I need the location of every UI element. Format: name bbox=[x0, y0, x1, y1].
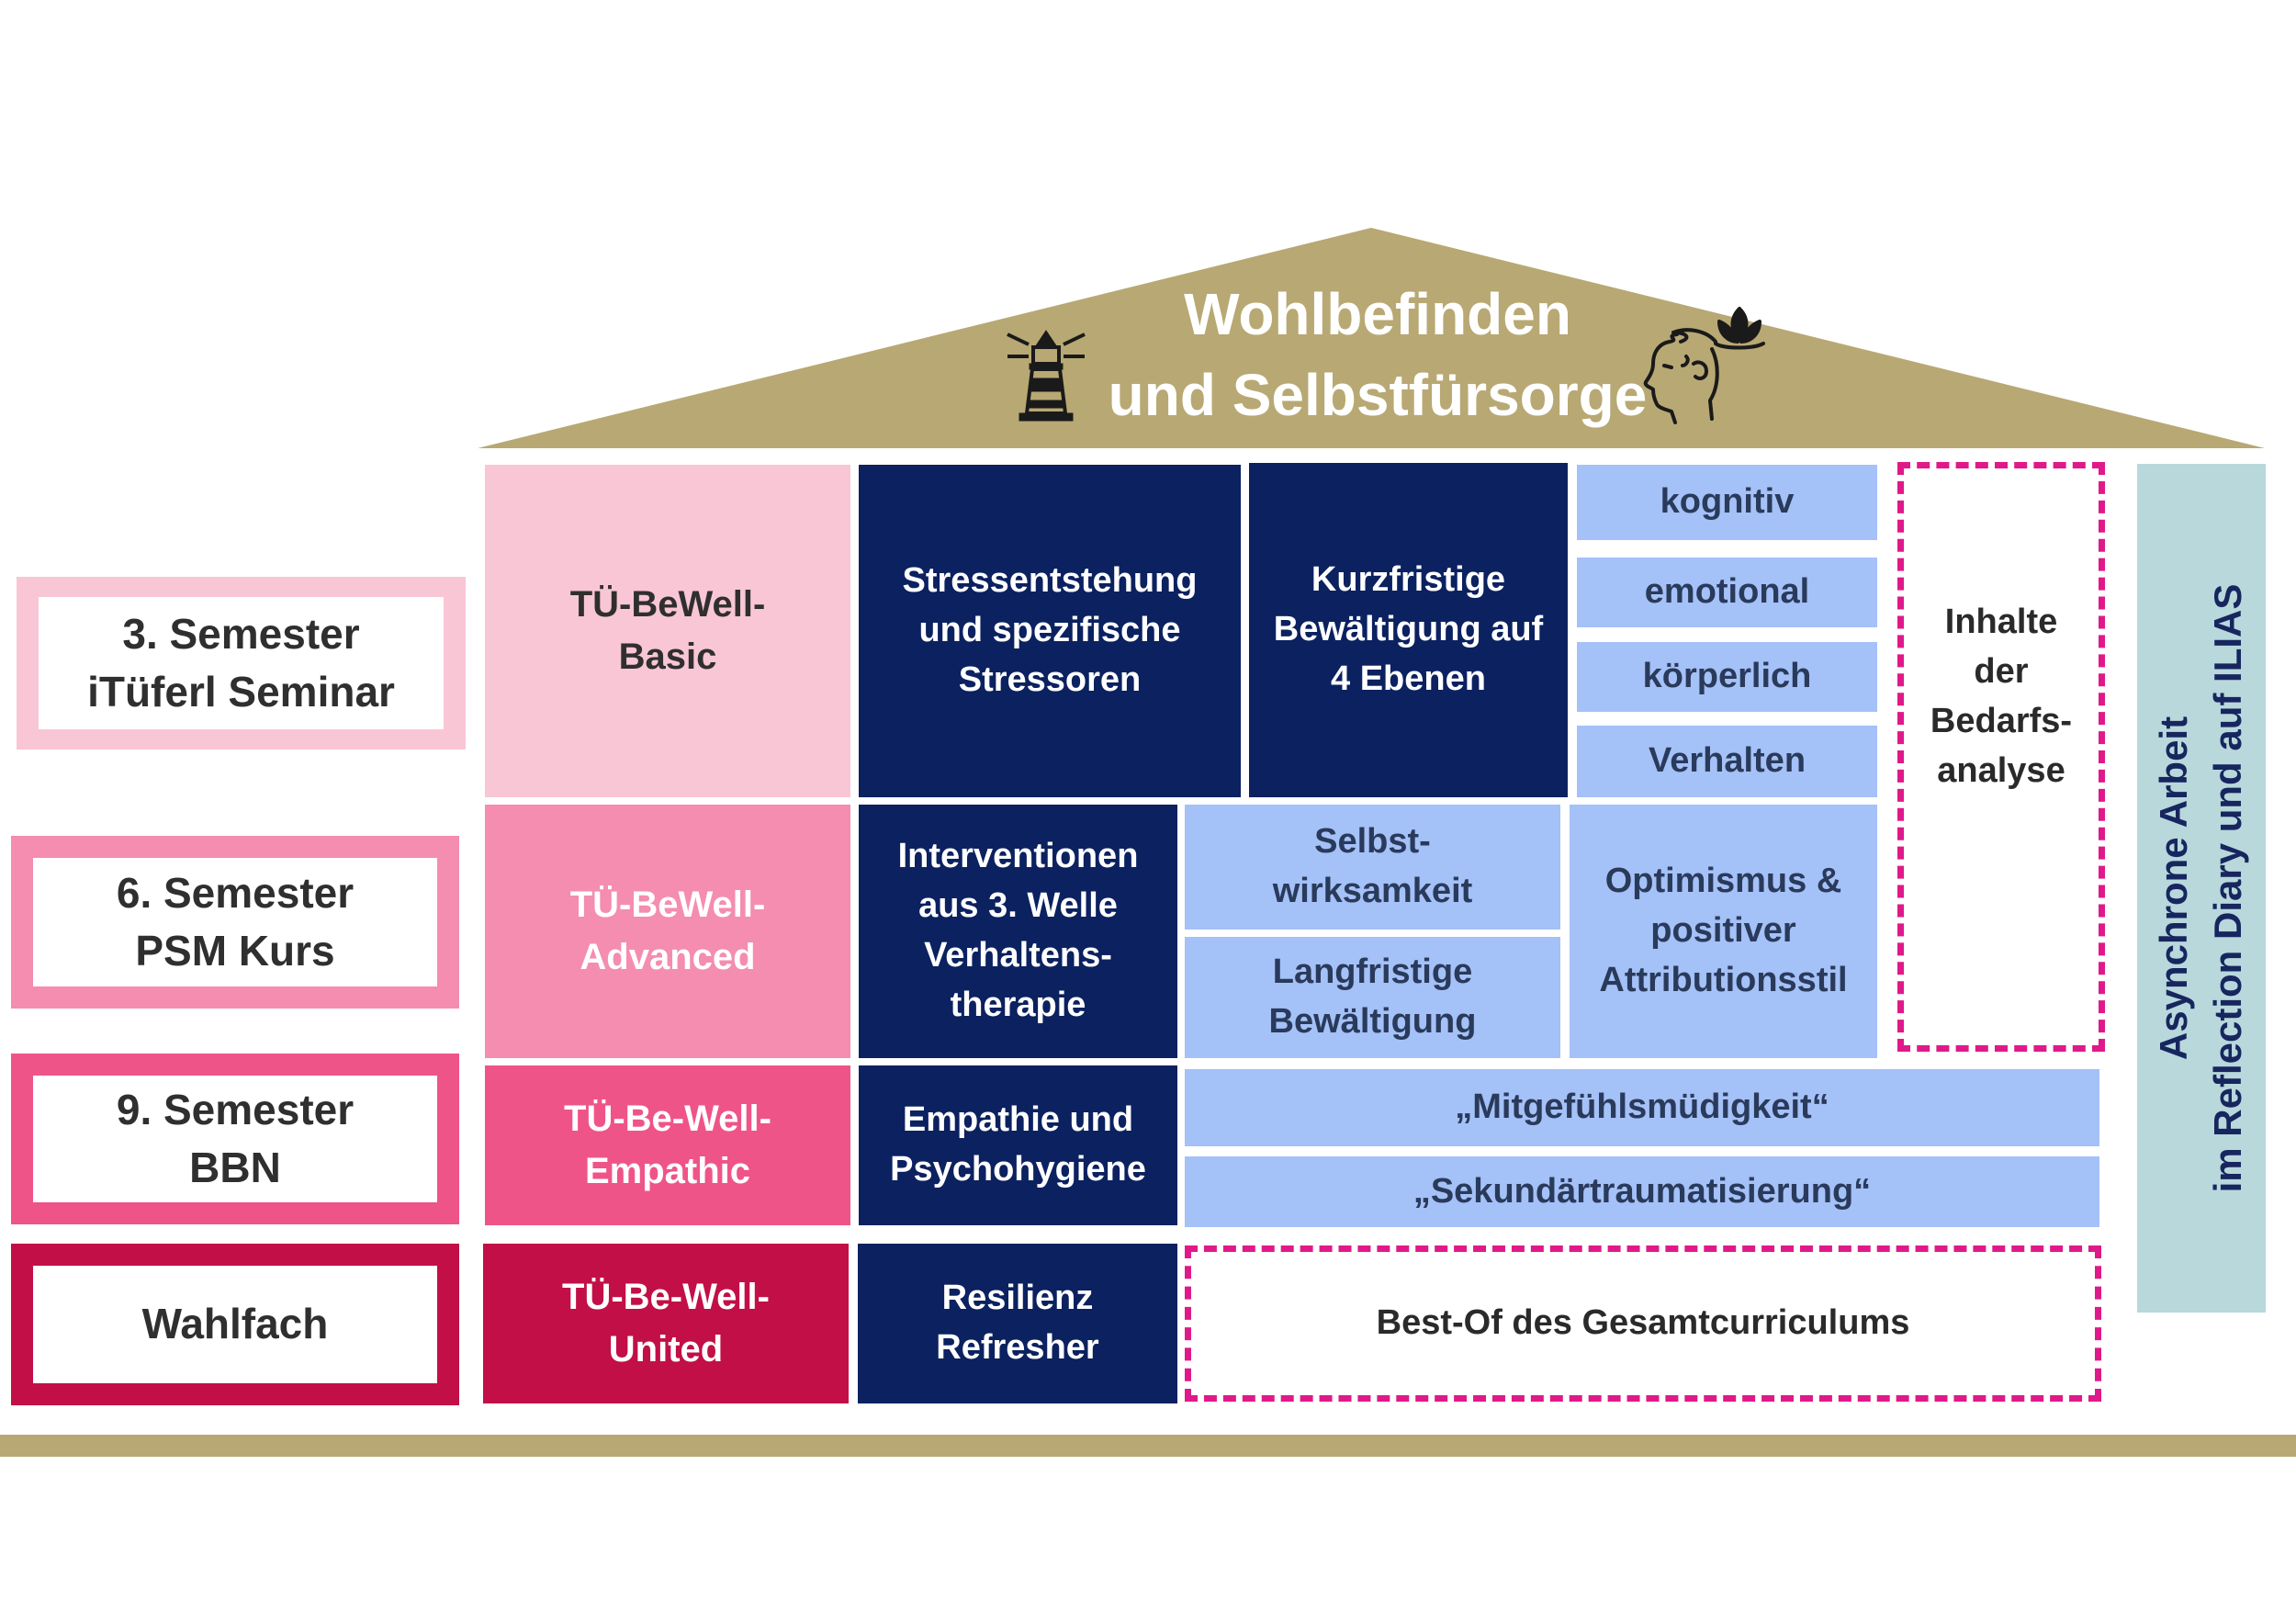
cell-stressentstehung-line-1: Stressentstehung bbox=[902, 561, 1198, 601]
cell-interventionen: Interventionen aus 3. Welle Verhaltens- … bbox=[859, 805, 1177, 1058]
cell-interventionen-line-4: therapie bbox=[950, 985, 1086, 1024]
cell-verhalten-text: Verhalten bbox=[1648, 741, 1806, 781]
cell-emotional-text: emotional bbox=[1644, 572, 1810, 612]
cell-sekundaertraumatisierung: „Sekundärtraumatisierung“ bbox=[1185, 1156, 2099, 1227]
module-advanced: TÜ-BeWell- Advanced bbox=[485, 805, 850, 1058]
row-label-wahlfach: Wahlfach bbox=[11, 1244, 459, 1405]
roof-shape bbox=[478, 228, 2265, 448]
row-label-semester-6-line-2: PSM Kurs bbox=[135, 927, 335, 975]
cell-optimismus-line-2: positiver bbox=[1650, 911, 1796, 951]
cell-empathie-line-2: Psychohygiene bbox=[890, 1150, 1146, 1189]
module-basic-line-2: Basic bbox=[618, 637, 717, 677]
roof-title: Wohlbefinden und Selbstfürsorge bbox=[1010, 274, 1745, 436]
module-empathic-line-2: Empathic bbox=[584, 1151, 751, 1191]
cell-koerperlich: körperlich bbox=[1577, 642, 1877, 712]
cell-empathie-line-1: Empathie und bbox=[902, 1100, 1134, 1140]
row-label-semester-9: 9. Semester BBN bbox=[11, 1054, 459, 1224]
row-label-wahlfach-text: Wahlfach bbox=[141, 1300, 329, 1348]
cell-bedarfsanalyse: Inhalte der Bedarfs- analyse bbox=[1897, 462, 2105, 1052]
cell-optimismus-line-1: Optimismus & bbox=[1604, 862, 1842, 901]
row-label-semester-9-line-2: BBN bbox=[189, 1144, 281, 1191]
side-panel-line-1: Asynchrone Arbeit bbox=[2152, 716, 2196, 1061]
cell-optimismus-line-3: Attributionsstil bbox=[1599, 960, 1848, 999]
cell-interventionen-line-1: Interventionen bbox=[897, 837, 1139, 876]
cell-best-of-text: Best-Of des Gesamtcurriculums bbox=[1376, 1303, 1910, 1343]
cell-best-of: Best-Of des Gesamtcurriculums bbox=[1185, 1245, 2101, 1402]
cell-selbstwirksamkeit: Selbst- wirksamkeit bbox=[1185, 805, 1560, 930]
cell-interventionen-line-2: aus 3. Welle bbox=[918, 886, 1118, 926]
module-united-line-2: United bbox=[608, 1329, 724, 1369]
cell-sekundaertraumatisierung-text: „Sekundärtraumatisierung“ bbox=[1412, 1171, 1872, 1211]
module-united: TÜ-Be-Well- United bbox=[483, 1244, 849, 1403]
row-label-semester-9-line-1: 9. Semester bbox=[116, 1085, 355, 1133]
head-with-lotus-icon bbox=[1643, 307, 1765, 424]
row-label-semester-3: 3. Semester iTüferl Seminar bbox=[17, 577, 466, 750]
module-basic-line-1: TÜ-BeWell- bbox=[569, 584, 766, 626]
cell-stressentstehung-line-3: Stressoren bbox=[958, 659, 1142, 699]
row-label-semester-3-line-2: iTüferl Seminar bbox=[87, 668, 395, 716]
cell-stressentstehung-line-2: und spezifische bbox=[918, 611, 1181, 650]
cell-selbstwirksamkeit-line-1: Selbst- bbox=[1314, 822, 1431, 862]
module-basic: TÜ-BeWell- Basic bbox=[485, 465, 850, 797]
row-label-semester-6: 6. Semester PSM Kurs bbox=[11, 836, 459, 1009]
house-base bbox=[0, 1435, 2296, 1457]
module-empathic: TÜ-Be-Well- Empathic bbox=[485, 1065, 850, 1225]
roof-title-line-1: Wohlbefinden bbox=[1184, 281, 1571, 347]
cell-kurzfristige-line-1: Kurzfristige bbox=[1311, 560, 1506, 600]
cell-koerperlich-text: körperlich bbox=[1642, 657, 1812, 696]
cell-kognitiv: kognitiv bbox=[1577, 465, 1877, 540]
cell-interventionen-line-3: Verhaltens- bbox=[924, 936, 1112, 975]
cell-kurzfristige-line-2: Bewältigung auf bbox=[1273, 610, 1544, 649]
cell-bedarfsanalyse-line-3: Bedarfs- bbox=[1930, 702, 2073, 740]
cell-selbstwirksamkeit-line-2: wirksamkeit bbox=[1272, 872, 1473, 910]
side-panel-line-2: im Reflection Diary und auf ILIAS bbox=[2206, 583, 2249, 1193]
module-empathic-line-1: TÜ-Be-Well- bbox=[564, 1099, 771, 1140]
roof-title-line-2: und Selbstfürsorge bbox=[1108, 362, 1648, 429]
cell-optimismus: Optimismus & positiver Attributionsstil bbox=[1570, 805, 1877, 1058]
cell-verhalten: Verhalten bbox=[1577, 726, 1877, 797]
cell-bedarfsanalyse-line-4: analyse bbox=[1937, 750, 2065, 790]
roof bbox=[478, 228, 2265, 448]
lighthouse-icon bbox=[1007, 330, 1086, 422]
cell-emotional: emotional bbox=[1577, 558, 1877, 627]
cell-resilienz-line-1: Resilienz bbox=[941, 1279, 1094, 1318]
cell-kognitiv-text: kognitiv bbox=[1660, 482, 1795, 522]
module-advanced-line-1: TÜ-BeWell- bbox=[569, 885, 766, 926]
cell-kurzfristige-bewaeltigung: Kurzfristige Bewältigung auf 4 Ebenen bbox=[1249, 463, 1568, 797]
cell-stressentstehung: Stressentstehung und spezifische Stresso… bbox=[859, 465, 1241, 797]
cell-bedarfsanalyse-line-2: der bbox=[1974, 652, 2029, 692]
cell-empathie: Empathie und Psychohygiene bbox=[859, 1065, 1177, 1225]
module-advanced-line-2: Advanced bbox=[580, 937, 756, 977]
cell-kurzfristige-line-3: 4 Ebenen bbox=[1331, 659, 1486, 698]
side-panel-asynchrone-arbeit: Asynchrone Arbeit im Reflection Diary un… bbox=[2137, 464, 2266, 1313]
cell-langfristige-line-1: Langfristige bbox=[1272, 952, 1473, 992]
row-label-semester-6-line-1: 6. Semester bbox=[116, 868, 355, 917]
cell-resilienz-refresher: Resilienz Refresher bbox=[858, 1244, 1177, 1403]
row-label-semester-3-line-1: 3. Semester bbox=[122, 609, 360, 658]
cell-langfristige-bewaeltigung: Langfristige Bewältigung bbox=[1185, 937, 1560, 1058]
cell-resilienz-line-2: Refresher bbox=[936, 1328, 1099, 1367]
module-united-line-1: TÜ-Be-Well- bbox=[562, 1277, 770, 1318]
cell-mitgefuehlsmuedigkeit-text: „Mitgefühlsmüdigkeit“ bbox=[1455, 1088, 1829, 1127]
cell-bedarfsanalyse-line-1: Inhalte bbox=[1944, 603, 2058, 642]
cell-mitgefuehlsmuedigkeit: „Mitgefühlsmüdigkeit“ bbox=[1185, 1069, 2099, 1146]
cell-langfristige-line-2: Bewältigung bbox=[1268, 1002, 1477, 1041]
